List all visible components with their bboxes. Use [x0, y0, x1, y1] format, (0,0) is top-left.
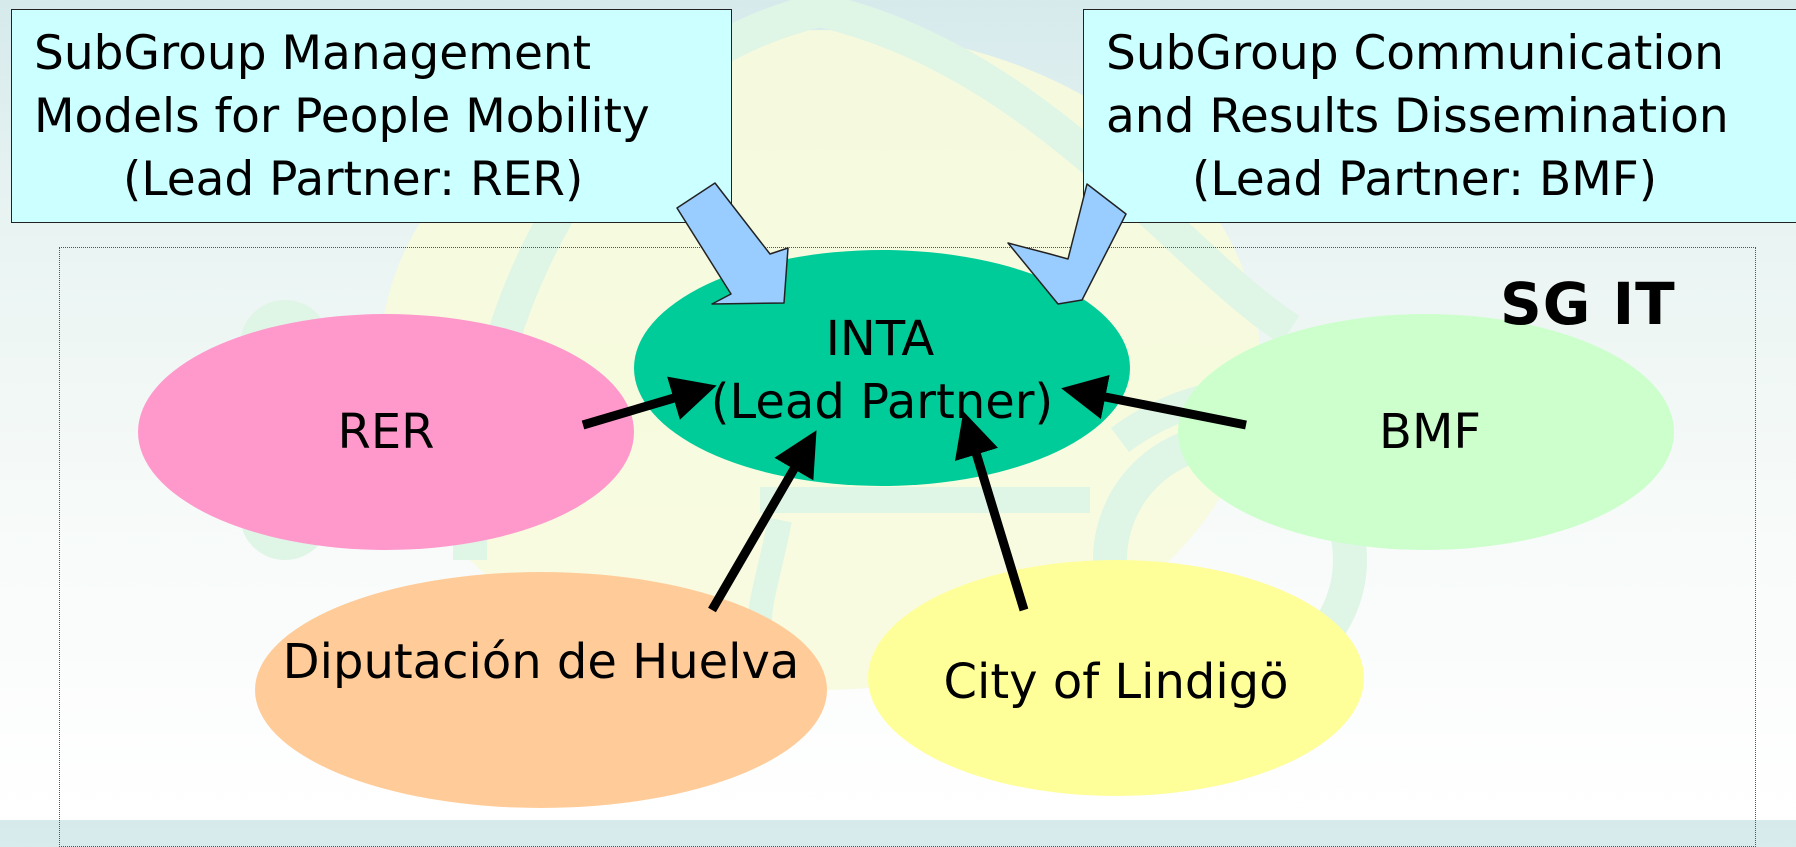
- box-line: SubGroup Communication: [1106, 26, 1724, 81]
- node-rer: [138, 314, 634, 550]
- block-arrow-right: [1007, 183, 1127, 305]
- node-inta-subtitle: (Lead Partner): [711, 374, 1053, 430]
- node-lindigo-label: City of Lindigö: [944, 654, 1289, 710]
- block-arrow-left: [676, 182, 789, 305]
- node-huelva: [255, 572, 827, 808]
- node-bmf-label: BMF: [1379, 404, 1481, 460]
- subgroup-management-box: SubGroup Management Models for People Mo…: [11, 9, 732, 223]
- node-huelva-label: Diputación de Huelva: [283, 634, 800, 690]
- partner-diagram: RER BMF Diputación de Huelva City of Lin…: [138, 182, 1674, 808]
- node-inta-title: INTA: [826, 311, 935, 367]
- box-line: Models for People Mobility: [34, 89, 650, 144]
- arrow-lindigo-to-inta: [954, 411, 1029, 612]
- node-inta: [634, 250, 1130, 486]
- arrow-rer-to-inta: [581, 376, 717, 430]
- subgroup-label: SG IT: [1500, 270, 1676, 338]
- box-line: (Lead Partner: BMF): [1192, 152, 1658, 207]
- box-line: SubGroup Management: [34, 26, 592, 81]
- subgroup-communication-box: SubGroup Communication and Results Disse…: [1083, 9, 1796, 223]
- node-lindigo: [868, 560, 1364, 796]
- arrow-huelva-to-inta: [708, 430, 817, 613]
- node-bmf: [1178, 314, 1674, 550]
- box-line: (Lead Partner: RER): [123, 152, 584, 207]
- node-rer-label: RER: [337, 404, 434, 460]
- arrow-bmf-to-inta: [1061, 374, 1247, 430]
- box-line: and Results Dissemination: [1106, 89, 1729, 144]
